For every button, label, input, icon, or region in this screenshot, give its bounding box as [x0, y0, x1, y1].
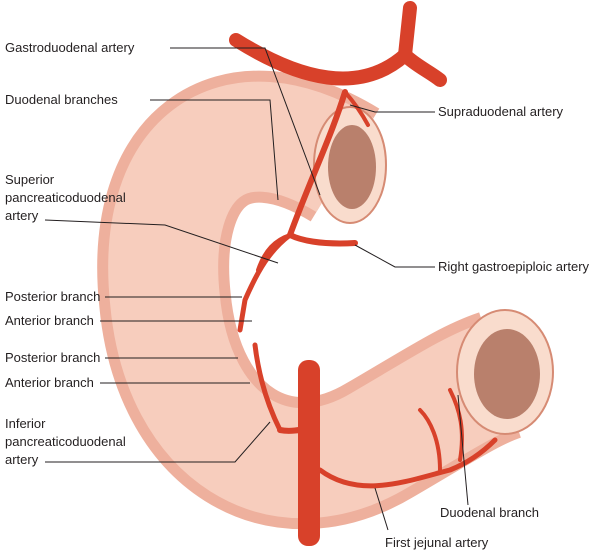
leader-line [150, 99, 279, 201]
label-inferior-pd-1: Inferior [5, 416, 46, 431]
leader-line [354, 244, 435, 268]
leader-line [44, 219, 279, 264]
leader-line [349, 104, 435, 113]
label-inferior-pd-3: artery [5, 452, 39, 467]
hepatic-artery-proper [397, 1, 447, 87]
superior-pancreaticoduodenal-artery [237, 232, 293, 333]
duodenal-branch-lower-a [418, 408, 442, 472]
leader-line [170, 47, 321, 196]
gastroduodenal-artery [287, 89, 348, 238]
leader-lines [44, 47, 469, 531]
label-posterior-branch-inferior: Posterior branch [5, 350, 100, 365]
leader-line [457, 394, 469, 506]
common-hepatic-artery [229, 33, 412, 86]
lower-lumen-inner [474, 329, 540, 419]
label-posterior-branch-superior: Posterior branch [5, 289, 100, 304]
label-right-gastroepiploic-artery: Right gastroepiploic artery [438, 259, 590, 274]
label-gastroduodenal-artery: Gastroduodenal artery [5, 40, 135, 55]
leader-line [45, 421, 271, 463]
supraduodenal-artery [343, 90, 370, 127]
labels: Gastroduodenal artery Duodenal branches … [5, 40, 590, 550]
inferior-pancreaticoduodenal-artery [252, 342, 283, 433]
label-duodenal-branch: Duodenal branch [440, 505, 539, 520]
leader-line [374, 487, 389, 531]
duodenum [97, 70, 554, 530]
right-gastroepiploic-artery [287, 232, 358, 247]
first-jejunal-artery [317, 437, 498, 489]
duodenal-branch-upper [256, 233, 292, 272]
label-supraduodenal-artery: Supraduodenal artery [438, 104, 564, 119]
label-first-jejunal-artery: First jejunal artery [385, 535, 489, 550]
label-superior-pd-1: Superior [5, 172, 55, 187]
superior-mesenteric-artery [298, 360, 320, 546]
label-inferior-pd-2: pancreaticoduodenal [5, 434, 126, 449]
label-superior-pd-3: artery [5, 208, 39, 223]
label-duodenal-branches: Duodenal branches [5, 92, 118, 107]
label-superior-pd-2: pancreaticoduodenal [5, 190, 126, 205]
label-anterior-branch-superior: Anterior branch [5, 313, 94, 328]
upper-lumen-inner [328, 125, 376, 209]
arteries [229, 1, 498, 546]
label-anterior-branch-inferior: Anterior branch [5, 375, 94, 390]
